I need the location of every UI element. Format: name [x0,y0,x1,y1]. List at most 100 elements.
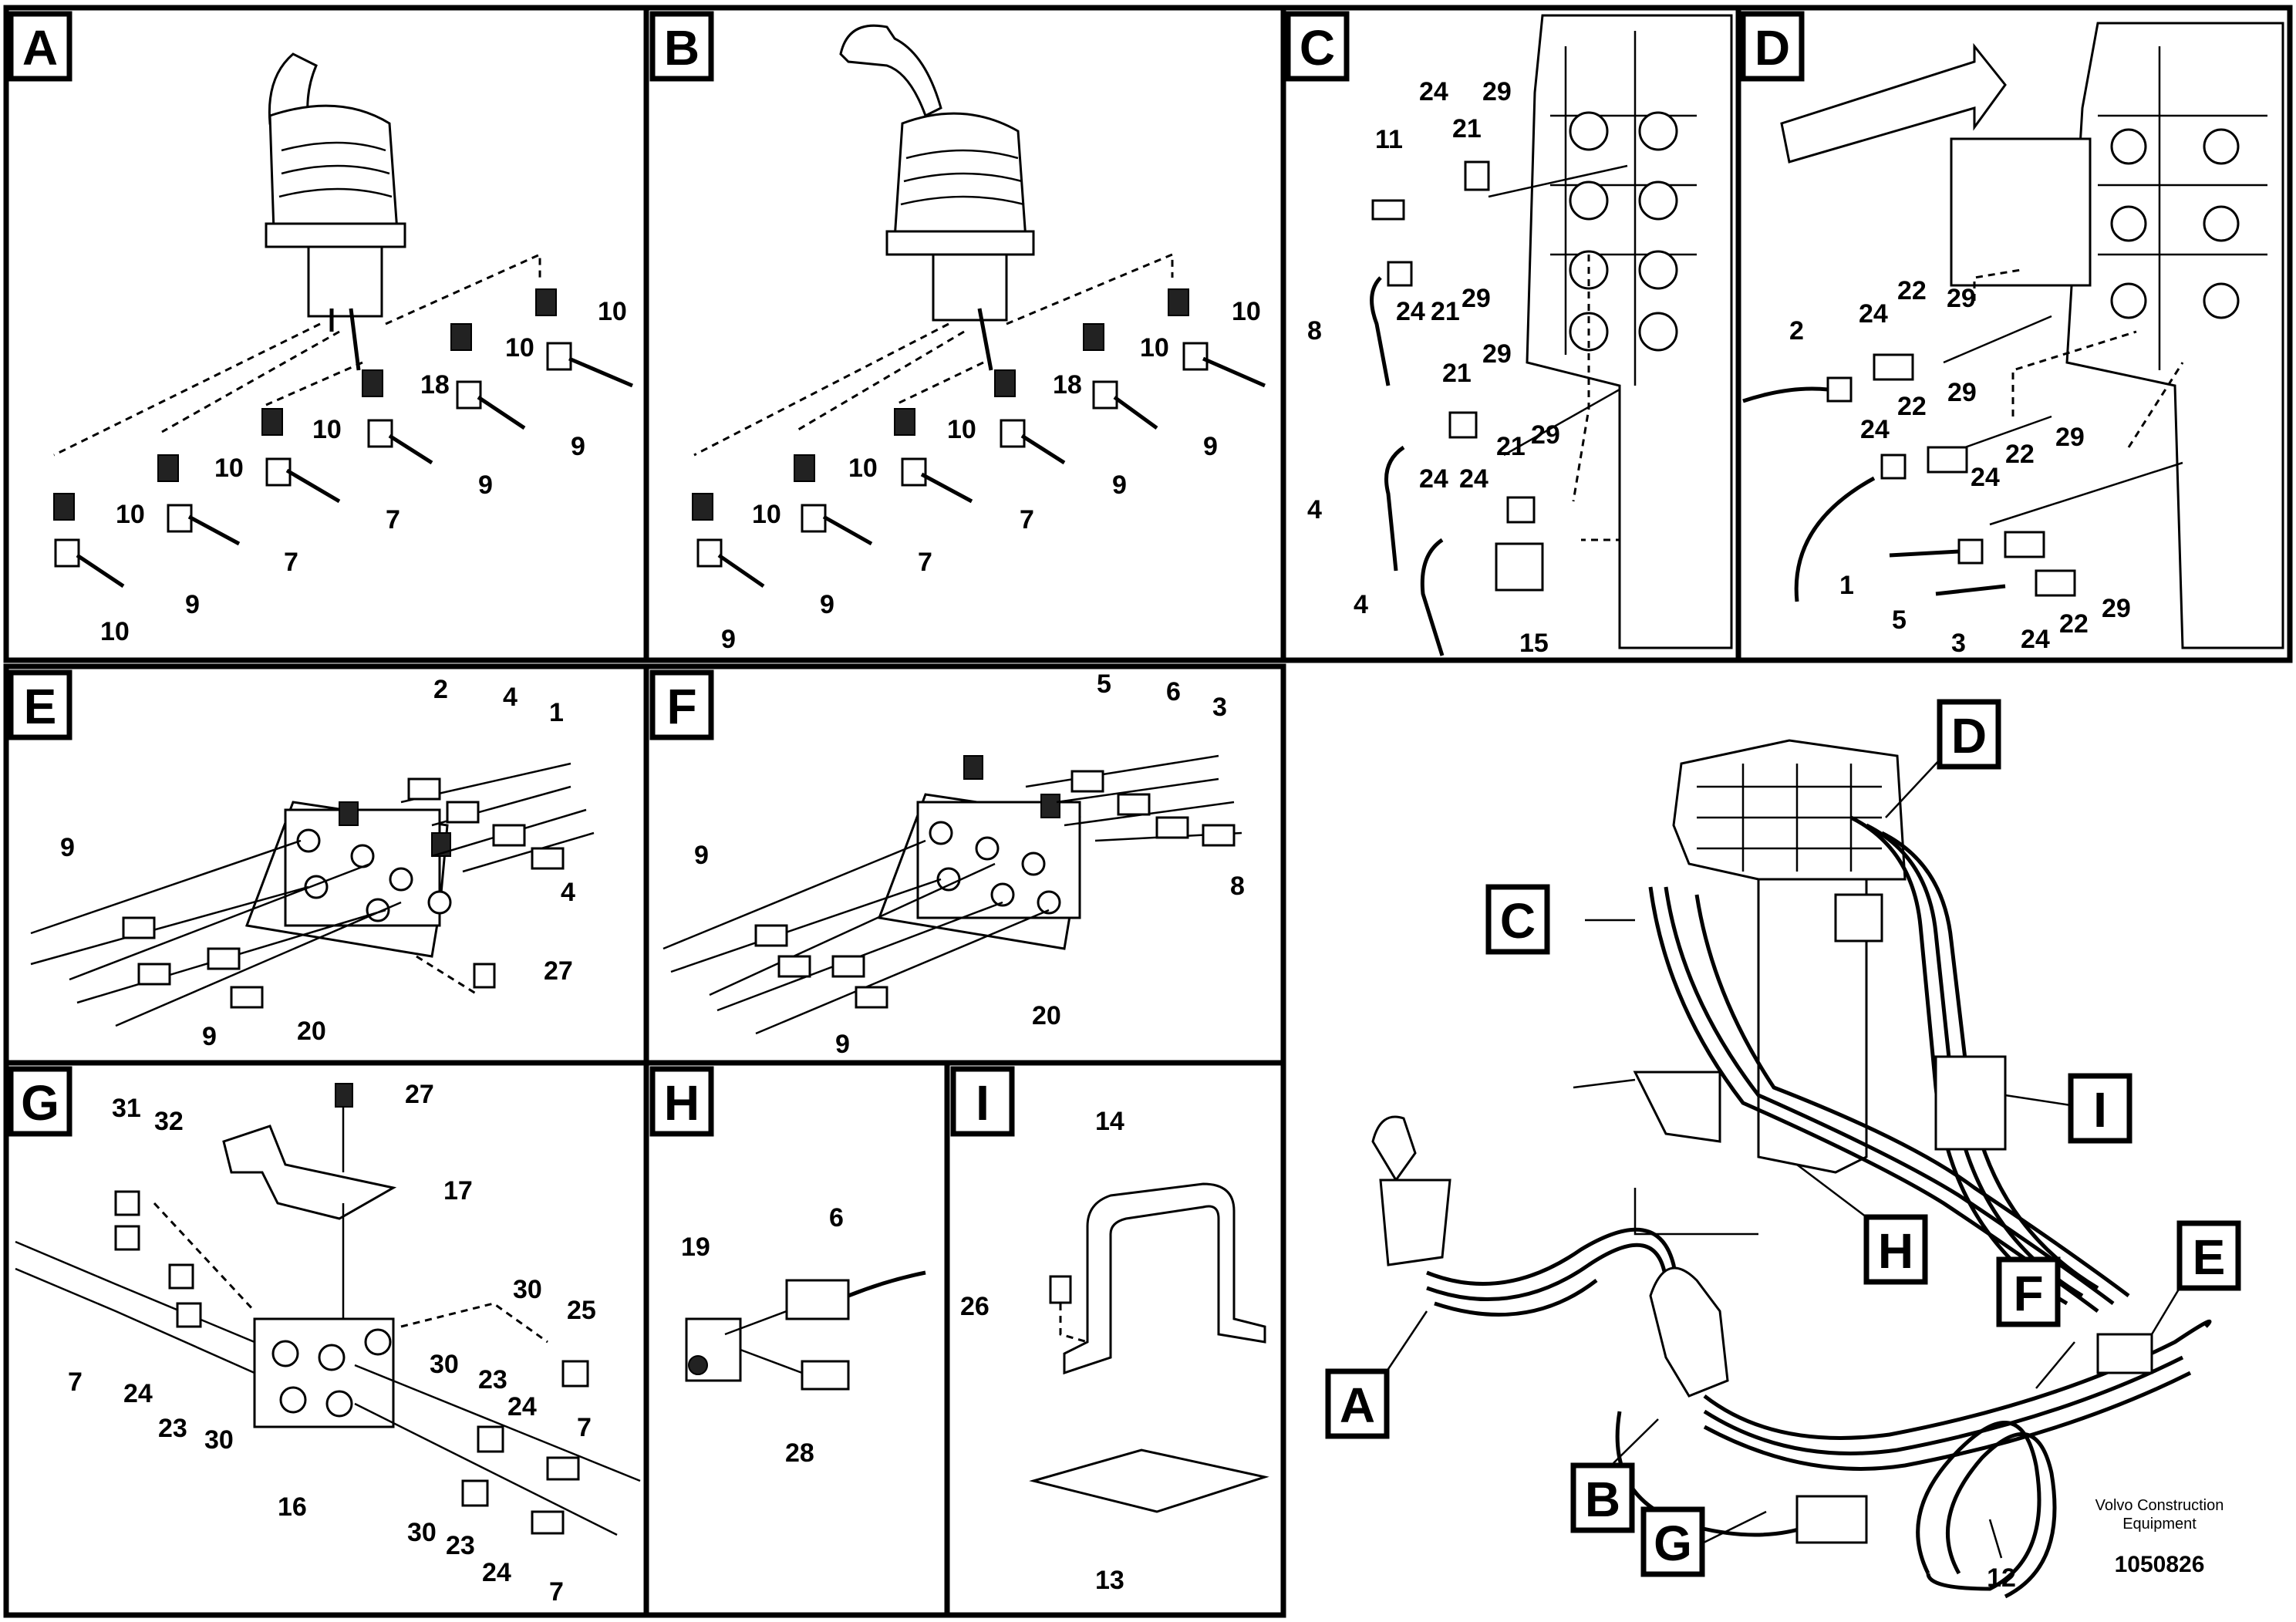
part-number: 9 [202,1022,217,1051]
part-number: 24 [507,1392,537,1421]
part-number: 7 [284,548,298,577]
overview-callout-d: D [1951,708,1987,764]
part-number: 7 [386,505,400,534]
part-number: 21 [1431,297,1460,326]
part-number: 13 [1095,1566,1124,1595]
part-number: 4 [1307,495,1322,524]
panel-e-callouts: 2 4 1 9 4 27 9 20 [60,675,575,1051]
part-number: 10 [752,500,781,529]
part-number: 30 [204,1425,234,1455]
panel-h-drawing [685,1270,926,1391]
part-number: 10 [1232,297,1261,326]
part-number: 22 [1897,392,1927,421]
part-number: 29 [2102,594,2131,623]
part-number: 19 [681,1233,710,1262]
part-number: 31 [112,1094,141,1123]
panel-i-callouts: 14 26 13 [960,1107,1124,1595]
panel-e-drawing [30,762,595,1027]
panel-b-frame [643,5,1286,663]
part-number: 21 [1452,114,1482,143]
part-number: 7 [68,1367,83,1397]
panel-d-callouts: 2 24 22 29 24 22 29 24 22 29 1 5 3 24 22… [1789,276,2131,658]
part-number: 29 [1947,284,1976,313]
brand-line-2: Equipment [2122,1516,2197,1533]
panel-d-drawing [1742,22,2284,649]
part-number: 28 [785,1438,814,1468]
part-number: 9 [185,590,200,619]
part-number: 7 [1020,505,1034,534]
part-number: 30 [513,1275,542,1304]
part-number: 5 [1097,669,1111,699]
panel-i-drawing [1029,1182,1269,1513]
part-number: 24 [1459,464,1489,494]
part-number: 30 [430,1350,459,1379]
panel-b-letter: B [664,20,700,76]
part-number: 3 [1951,629,1966,658]
part-number: 24 [1971,463,2000,492]
part-number: 21 [1442,359,1472,388]
panel-f-drawing [663,754,1242,1035]
part-number: 3 [1212,693,1227,722]
panel-a-letter: A [22,20,58,76]
part-number: 23 [446,1531,475,1560]
part-number: 23 [478,1365,507,1394]
part-number: 10 [598,297,627,326]
part-number: 29 [1531,420,1560,450]
part-number: 24 [482,1558,511,1587]
part-number: 29 [1482,77,1512,106]
part-number: 27 [544,956,573,986]
part-number: 23 [158,1414,187,1443]
overview-callout-a: A [1340,1378,1375,1433]
part-number: 18 [1053,370,1082,400]
part-number: 2 [433,675,448,704]
overview-callout-b: B [1585,1472,1620,1527]
part-number: 30 [407,1518,437,1547]
part-number: 24 [1419,77,1448,106]
part-number: 32 [154,1107,184,1136]
part-number: 7 [577,1413,592,1442]
part-number: 22 [2059,609,2089,639]
brand-line-1: Volvo Construction [2095,1497,2224,1514]
part-number: 9 [694,841,709,870]
overview-callouts: D C I H A F E B G 12 [1325,699,2241,1593]
part-number: 24 [1860,415,1890,444]
panel-c-drawing [1370,14,1733,656]
panel-g-letter: G [21,1075,59,1131]
panel-a-drawing [53,52,633,588]
part-number: 4 [503,683,518,712]
overview-callout-h: H [1878,1223,1913,1279]
overview-leaders [1385,759,2181,1559]
panel-letter-boxes: A B C D E F G H I [8,11,1805,1137]
part-number: 9 [721,625,736,654]
overview-callout-i: I [2093,1082,2107,1138]
panel-h-callouts: 19 6 28 [681,1203,844,1468]
part-number: 5 [1892,605,1907,635]
part-number: 4 [1354,590,1368,619]
overview-callout-e: E [2193,1229,2226,1285]
panel-i-letter: I [976,1075,990,1131]
part-number: 21 [1496,432,1526,461]
panel-b-drawing [692,24,1266,588]
panel-g-callouts: 27 31 32 17 7 24 23 30 30 25 30 23 24 7 … [68,1080,596,1607]
panel-f-letter: F [666,679,696,734]
part-number: 24 [2021,625,2050,654]
panel-a-callouts: 10 10 10 10 18 10 10 9 9 7 7 9 9 [100,297,627,646]
brand-block: Volvo Construction Equipment 1050826 [2095,1497,2224,1577]
overview-callout-c: C [1500,893,1536,949]
part-number: 6 [1166,677,1181,706]
part-number: 10 [116,500,145,529]
part-number: 14 [1095,1107,1124,1136]
panel-d-frame [1735,5,2293,663]
part-number: 10 [312,415,342,444]
part-number: 9 [835,1030,850,1059]
part-number: 10 [1140,333,1169,363]
part-number: 24 [123,1379,153,1408]
part-number: 16 [278,1492,307,1522]
part-number: 25 [567,1296,596,1325]
part-number: 9 [571,432,585,461]
part-number: 9 [478,470,493,500]
part-number: 22 [1897,276,1927,305]
part-number: 4 [561,878,575,907]
part-number: 1 [1839,571,1854,600]
part-number: 17 [443,1176,473,1206]
